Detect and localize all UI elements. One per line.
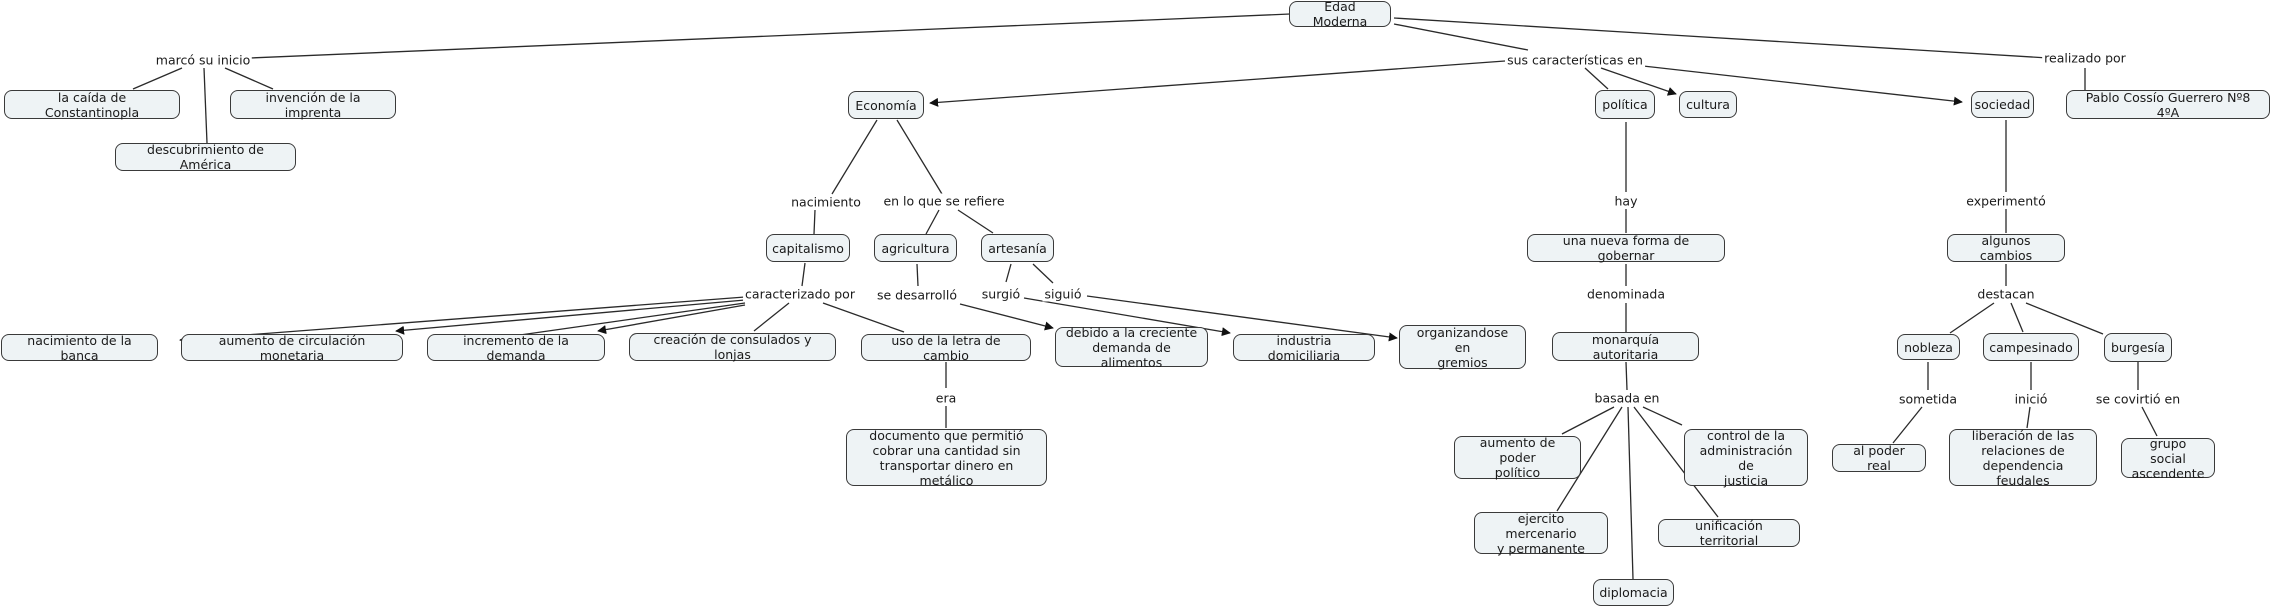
- concept-poder-real[interactable]: al poder real: [1832, 443, 1926, 473]
- concept-unificacion-territorial[interactable]: unificación territorial: [1658, 518, 1800, 548]
- concept-america[interactable]: descubrimiento de América: [115, 142, 296, 172]
- edge: [1642, 65, 1963, 106]
- edge: [1633, 406, 1719, 518]
- concept-control-justicia[interactable]: control de la administración de justicia: [1684, 428, 1808, 488]
- concept-demanda[interactable]: incremento de la demanda: [427, 333, 605, 363]
- edge: [249, 13, 1291, 59]
- edge: [822, 302, 905, 333]
- edge: [1561, 406, 1615, 435]
- edge: [597, 304, 746, 335]
- concept-algunos-cambios[interactable]: algunos cambios: [1947, 233, 2065, 263]
- link-surgio[interactable]: surgió: [979, 286, 1023, 302]
- edge: [1625, 361, 1628, 391]
- edge: [519, 302, 746, 336]
- edge: [132, 67, 183, 90]
- link-destacan[interactable]: destacan: [1975, 286, 2037, 302]
- link-siguio[interactable]: siguió: [1042, 286, 1084, 302]
- edge: [224, 67, 274, 90]
- link-sometida[interactable]: sometida: [1897, 391, 1959, 407]
- link-se-desarrollo[interactable]: se desarrolló: [875, 287, 959, 303]
- concept-cultura[interactable]: cultura: [1679, 91, 1737, 118]
- edge: [1086, 295, 1398, 342]
- edge: [2141, 406, 2158, 437]
- concept-banca[interactable]: nacimiento de la banca: [1, 333, 158, 363]
- concept-grupo-social[interactable]: grupo social ascendente: [2121, 436, 2215, 481]
- edge: [959, 303, 1054, 331]
- concept-documento[interactable]: documento que permitió cobrar una cantid…: [846, 428, 1047, 488]
- link-caracterizado-por[interactable]: caracterizado por: [743, 286, 857, 302]
- concept-artesania[interactable]: artesanía: [981, 234, 1054, 262]
- edge: [203, 67, 208, 144]
- edge: [2010, 302, 2024, 333]
- edge: [395, 299, 746, 335]
- edge: [1005, 263, 1012, 283]
- concept-industria-domiciliaria[interactable]: industria domiciliaria: [1233, 333, 1375, 363]
- link-era[interactable]: era: [933, 390, 959, 406]
- edge: [1584, 67, 1609, 90]
- edge: [2025, 302, 2104, 335]
- concept-ejercito[interactable]: ejercito mercenario y permanente: [1474, 511, 1608, 556]
- concept-agricultura[interactable]: agricultura: [874, 234, 957, 262]
- edge: [1642, 406, 1683, 426]
- edge: [916, 263, 919, 287]
- concept-constantinopla[interactable]: la caída de Constantinopla: [4, 90, 180, 120]
- edge: [753, 302, 790, 332]
- edge: [1393, 17, 2049, 59]
- concept-imprenta[interactable]: invención de la imprenta: [230, 90, 396, 120]
- concept-gremios[interactable]: organizandose en gremios: [1399, 325, 1526, 370]
- edge: [1949, 302, 1995, 334]
- edge: [957, 209, 994, 234]
- concept-capitalismo[interactable]: capitalismo: [766, 234, 850, 262]
- edge: [831, 119, 878, 195]
- concept-sociedad[interactable]: sociedad: [1971, 91, 2034, 118]
- link-inicio[interactable]: inició: [2012, 391, 2050, 407]
- concept-diplomacia[interactable]: diplomacia: [1593, 579, 1674, 606]
- edge: [1892, 406, 1923, 444]
- concept-edad-moderna[interactable]: Edad Moderna: [1289, 0, 1391, 29]
- edge: [179, 296, 746, 344]
- link-marco-su-inicio[interactable]: marcó su inicio: [153, 52, 253, 68]
- concept-consulados[interactable]: creación de consulados y lonjas: [629, 332, 836, 362]
- concept-circulacion[interactable]: aumento de circulación monetaria: [181, 333, 403, 363]
- link-denominada[interactable]: denominada: [1584, 286, 1668, 302]
- link-se-convirtio-en[interactable]: se covirtió en: [2093, 391, 2183, 407]
- concept-nobleza[interactable]: nobleza: [1897, 334, 1960, 360]
- concept-alimentos[interactable]: debido a la creciente demanda de aliment…: [1055, 325, 1208, 370]
- edge: [929, 60, 1506, 107]
- concept-burgesia[interactable]: burgesía: [2104, 333, 2172, 362]
- link-en-lo-que-se-refiere[interactable]: en lo que se refiere: [881, 193, 1007, 209]
- edge: [1032, 263, 1054, 284]
- edge: [1556, 406, 1623, 512]
- edge: [813, 209, 816, 235]
- link-realizado-por[interactable]: realizado por: [2042, 50, 2128, 66]
- link-sus-caracteristicas[interactable]: sus características en: [1505, 52, 1645, 68]
- concept-poder-politico[interactable]: aumento de poder político: [1454, 435, 1581, 480]
- concept-nueva-forma-gobernar[interactable]: una nueva forma de gobernar: [1527, 233, 1725, 263]
- edge: [1627, 406, 1634, 580]
- concept-campesinado[interactable]: campesinado: [1983, 333, 2079, 361]
- concept-liberacion[interactable]: liberación de las relaciones de dependen…: [1949, 428, 2097, 488]
- concept-economia[interactable]: Economía: [848, 91, 924, 119]
- edge: [2026, 406, 2031, 429]
- link-hay[interactable]: hay: [1612, 193, 1640, 209]
- edge: [801, 262, 806, 287]
- link-basada-en[interactable]: basada en: [1592, 390, 1662, 406]
- edge: [1600, 67, 1677, 96]
- concept-autor[interactable]: Pablo Cossío Guerrero Nº8 4ºA: [2066, 90, 2270, 120]
- edge: [1393, 23, 1529, 51]
- link-nacimiento[interactable]: nacimiento: [789, 194, 863, 210]
- concept-monarquia-autoritaria[interactable]: monarquía autoritaria: [1552, 332, 1699, 362]
- link-experimento[interactable]: experimentó: [1964, 193, 2048, 209]
- edge: [925, 209, 940, 235]
- concept-letra-cambio[interactable]: uso de la letra de cambio: [861, 333, 1031, 363]
- edge: [896, 119, 943, 195]
- concept-politica[interactable]: política: [1595, 90, 1655, 119]
